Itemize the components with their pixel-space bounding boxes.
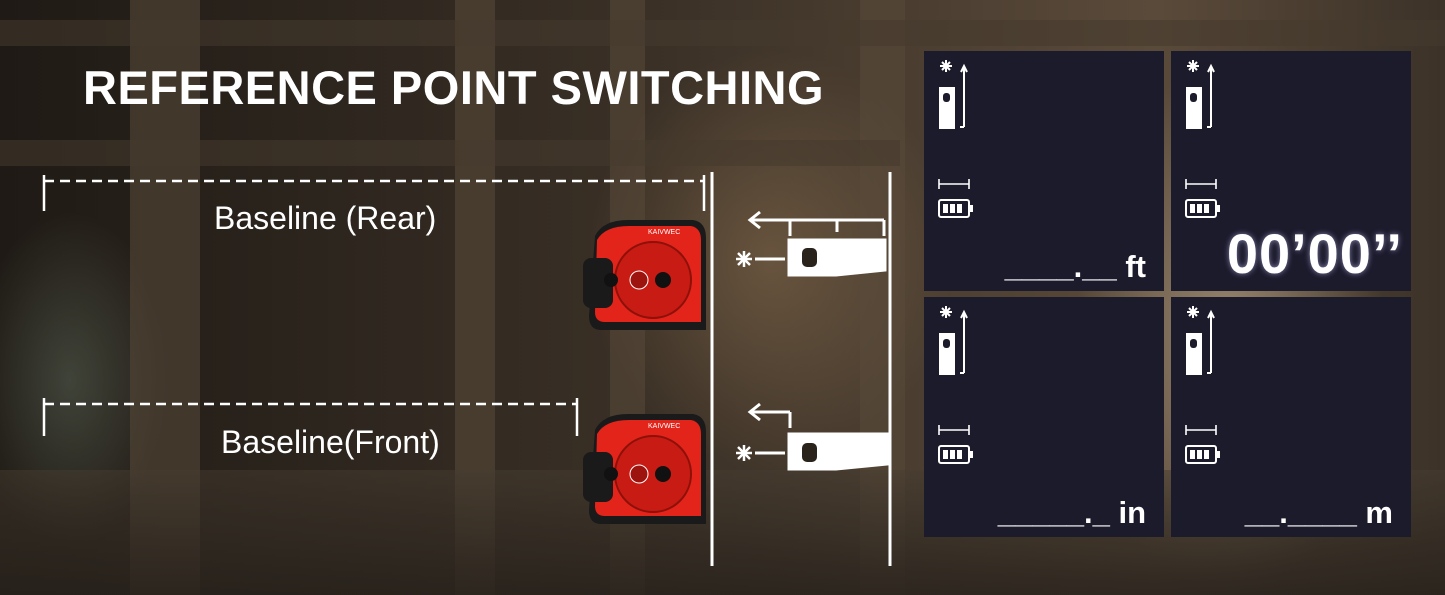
lcd-display-m: __.____ m	[1171, 297, 1411, 537]
lcd-reading-in: _____._ in	[997, 495, 1146, 530]
lcd-icons	[1185, 60, 1220, 218]
lcd-icons	[938, 306, 973, 464]
lcd-reading-ft: ____.__ ft	[1004, 249, 1146, 284]
lcd-display-ftin: 00’00’’	[1171, 51, 1411, 291]
arrow-icon	[1207, 63, 1215, 128]
laser-icon	[736, 445, 752, 461]
battery-icon	[1185, 445, 1220, 464]
laser-icon	[940, 306, 952, 318]
baseline-front-bracket	[42, 398, 579, 436]
lcd-display-in: _____._ in	[924, 297, 1164, 537]
arrow-icon	[960, 63, 968, 128]
battery-icon	[938, 445, 973, 464]
rear-schematic	[747, 210, 887, 277]
page-title: REFERENCE POINT SWITCHING	[83, 61, 825, 114]
tape-measure-front: KAIVWEC	[583, 414, 706, 524]
front-schematic	[747, 402, 889, 471]
baseline-front-label: Baseline(Front)	[221, 424, 440, 460]
lcd-icons	[1185, 306, 1220, 464]
arrow-icon	[960, 309, 968, 374]
arrow-icon	[1207, 309, 1215, 374]
range-icon	[1185, 179, 1217, 189]
lcd-reading-m: __.____ m	[1244, 495, 1393, 530]
laser-icon	[736, 251, 752, 267]
range-icon	[1185, 425, 1217, 435]
laser-icon	[940, 60, 952, 72]
brand-label: KAIVWEC	[648, 229, 680, 236]
lcd-icons	[938, 60, 973, 218]
battery-icon	[938, 199, 973, 218]
lcd-display-ft: ____.__ ft	[924, 51, 1164, 291]
lcd-reading-ftin: 00’00’’	[1226, 222, 1403, 285]
range-icon	[938, 425, 970, 435]
laser-icon	[1187, 306, 1199, 318]
range-icon	[938, 179, 970, 189]
baseline-rear-label: Baseline (Rear)	[214, 200, 437, 236]
brand-label: KAIVWEC	[648, 423, 680, 430]
laser-icon	[1187, 60, 1199, 72]
tape-measure-rear: KAIVWEC	[583, 220, 706, 330]
battery-icon	[1185, 199, 1220, 218]
baseline-rear-bracket	[42, 175, 706, 211]
